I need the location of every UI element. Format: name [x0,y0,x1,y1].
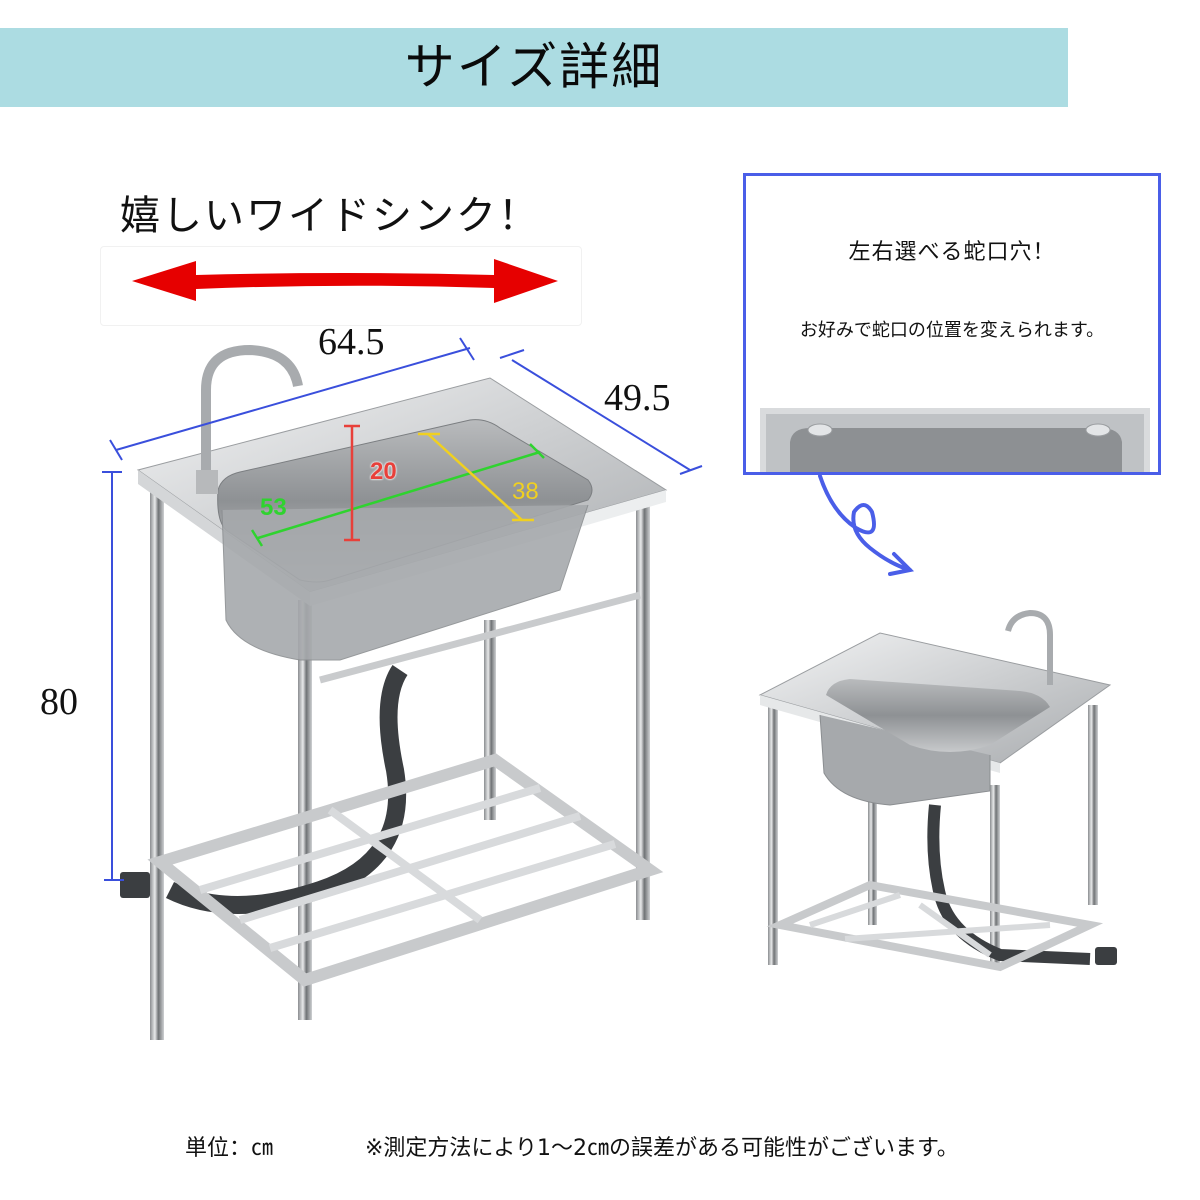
height-dimension-label: 80 [40,681,78,723]
basin-length-label: 53 [260,494,287,521]
basin-depth-label: 20 [370,458,397,485]
width-arrow-box [100,246,582,326]
callout-title: 左右選べる蛇口穴！ [848,240,1056,265]
width-dimension-label: 64.5 [318,321,385,363]
unit-label: 単位：㎝ [185,1136,274,1161]
depth-dimension-label: 49.5 [604,377,671,419]
sink-illustration-main [102,337,703,1040]
curly-arrow-icon [818,474,915,576]
sink-illustration-secondary [758,609,1117,972]
measurement-note: ※測定方法により1～2㎝の誤差がある可能性がございます。 [365,1136,959,1161]
double-arrow-icon [132,259,558,303]
header-band [0,28,1068,107]
faucet-hole-callout: 左右選べる蛇口穴！ お好みで蛇口の位置を変えられます。 [743,173,1161,475]
callout-subtitle: お好みで蛇口の位置を変えられます。 [799,320,1105,341]
basin-width-label: 38 [512,478,539,505]
sink-closeup-image [760,408,1150,472]
wide-sink-headline: 嬉しいワイドシンク！ [120,193,540,239]
page-title: サイズ詳細 [404,38,664,96]
